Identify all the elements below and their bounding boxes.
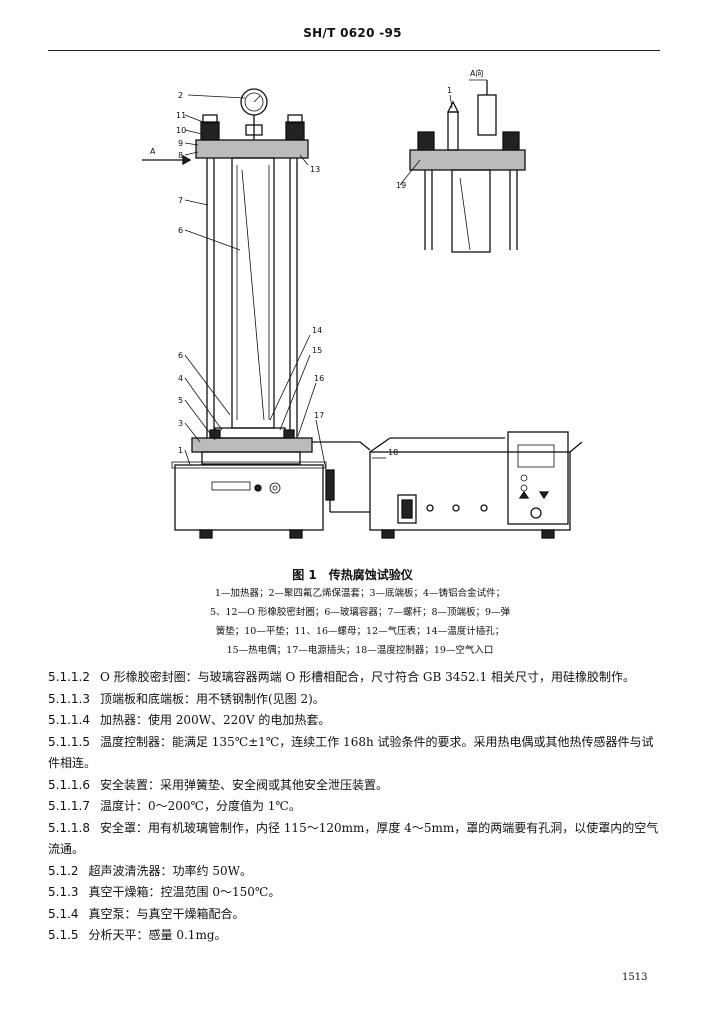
- page-number: 1513: [622, 972, 648, 983]
- callout-15: 15: [312, 346, 322, 355]
- pressure-gauge: [240, 88, 268, 116]
- callout-3: 3: [178, 419, 183, 428]
- callout-6: 6: [178, 351, 183, 360]
- arrow-a-right-label: A向: [470, 68, 483, 78]
- figure-legend-line-1: 1—加热器；2—聚四氟乙烯保温套；3—底端板；4—铸铝合金试件；: [214, 588, 506, 599]
- figure-title: 图 1 传热腐蚀试验仪: [292, 568, 413, 582]
- figure-legend-line-2: 5、12—O 形橡胶密封圈；6—玻璃容器；7—螺杆；8—顶端板；9—弹: [209, 607, 511, 618]
- callout-1: 1: [178, 446, 183, 455]
- callout-16: 16: [314, 374, 324, 383]
- callout-14: 14: [312, 326, 322, 335]
- callout-4: 4: [178, 374, 183, 383]
- callout-2: 2: [178, 91, 183, 100]
- bottom-end-plate: [191, 437, 313, 453]
- header-rule: [48, 50, 660, 51]
- callout-7: 7: [178, 196, 183, 205]
- callout-10: 10: [176, 126, 186, 135]
- callout-9: 9: [178, 139, 183, 148]
- temperature-controller: [369, 451, 571, 531]
- callout-18: 18: [388, 448, 398, 457]
- figure-legend-line-4: 15—热电偶；17—电源插头；18—温度控制器；19—空气入口: [226, 645, 494, 656]
- glass-container: [231, 157, 275, 429]
- callout-17: 17: [314, 411, 324, 420]
- figure-legend-line-3: 簧垫；10—平垫；11、16—螺母；12—气压表；14—温度计插孔；: [215, 626, 505, 637]
- callout-8: 8: [178, 151, 183, 160]
- callout-1-detail: 1: [447, 86, 452, 95]
- callout-6-top: 6: [178, 226, 183, 235]
- callout-13: 13: [310, 165, 320, 174]
- callout-11: 11: [176, 111, 186, 120]
- callout-5: 5: [178, 396, 183, 405]
- arrow-a-left-label: A: [150, 147, 156, 156]
- top-end-plate: [195, 139, 309, 159]
- callout-19: 19: [396, 181, 406, 190]
- standard-header: SH/T 0620 -95: [303, 26, 402, 40]
- apparatus-diagram: 2 11 10 9 A 8 7 6 6 4 5 3 1 13 14 15 16 …: [142, 68, 583, 539]
- heater-box: [174, 464, 324, 531]
